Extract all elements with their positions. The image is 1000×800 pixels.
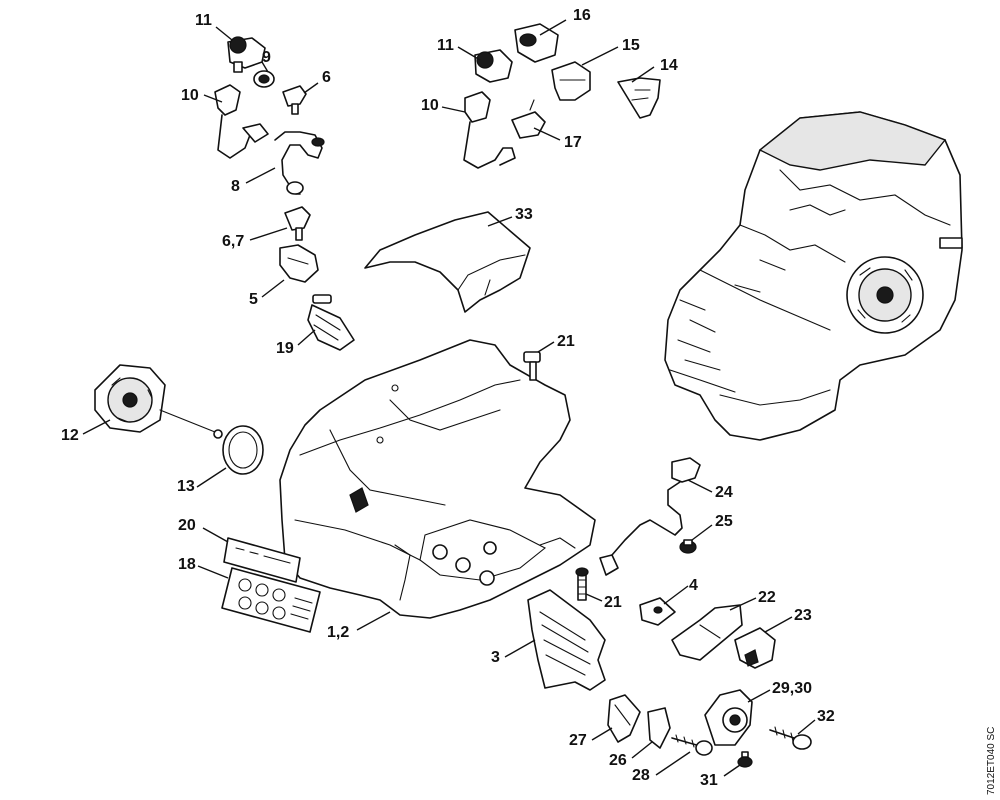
callout-15: 15: [622, 37, 640, 54]
callout-19: 19: [276, 340, 294, 357]
part-11-filler-cap-b: [474, 49, 513, 83]
callout-22: 22: [758, 589, 776, 606]
part-12-rewind-starter: [94, 364, 223, 439]
part-26-clip: [647, 707, 671, 749]
callout-4: 4: [689, 577, 698, 594]
part-24-oil-hose: [599, 457, 701, 576]
callout-33: 33: [515, 206, 533, 223]
part-27-strap: [607, 694, 641, 743]
part-3-guard-plate: [527, 589, 606, 691]
callout-9: 9: [262, 49, 271, 66]
callout-8: 8: [231, 178, 240, 195]
callout-13: 13: [177, 478, 195, 495]
callout-18: 18: [178, 556, 196, 573]
callout-24: 24: [715, 484, 733, 501]
part-21-screw-b: [575, 567, 589, 601]
callout-21-b: 21: [604, 594, 622, 611]
part-23-block: [734, 627, 776, 669]
leader-lines: [82, 19, 816, 777]
callout-20: 20: [178, 517, 196, 534]
part-20-label: [223, 537, 301, 583]
part-22-bracket: [671, 604, 743, 661]
callout-6: 6: [322, 69, 331, 86]
callout-12: 12: [61, 427, 79, 444]
callout-31: 31: [700, 772, 718, 789]
part-16-filler-cap: [514, 23, 559, 63]
part-18-label: [221, 567, 321, 633]
callout-21-a: 21: [557, 333, 575, 350]
part-33-shroud: [364, 211, 531, 313]
callout-16: 16: [573, 7, 591, 24]
part-6-fitting-a: [282, 85, 307, 115]
part-15-valve-body: [551, 61, 591, 101]
callout-10-b: 10: [421, 97, 439, 114]
callout-11-a: 11: [195, 12, 212, 29]
callout-32: 32: [817, 708, 835, 725]
diagram-code: 7012ET040 SC: [986, 727, 997, 795]
part-31-screw: [737, 751, 753, 768]
part-29-30-bearing: [704, 689, 753, 746]
part-1-2-housing: [279, 339, 596, 619]
callout-26: 26: [609, 752, 627, 769]
part-10-pickup-body-b: [463, 91, 516, 169]
callout-5: 5: [249, 291, 258, 308]
callout-labels: 11 9 6 10 8 6,7 5 19 16 11 15 14 10 17 3…: [61, 7, 835, 789]
callout-6-7: 6,7: [222, 233, 244, 250]
part-11-filler-cap-a: [227, 36, 266, 73]
callout-23: 23: [794, 607, 812, 624]
part-8-fuel-hose: [274, 131, 325, 195]
callout-28: 28: [632, 767, 650, 784]
callout-17: 17: [564, 134, 582, 151]
part-19-fuel-filter: [307, 294, 355, 351]
callout-29-30: 29,30: [772, 680, 812, 697]
part-5-pickup-body: [279, 244, 319, 283]
callout-14: 14: [660, 57, 678, 74]
part-9-grommet: [253, 70, 275, 88]
part-10-pickup-body-a: [214, 84, 269, 159]
part-14-lever: [617, 77, 661, 119]
part-28-screw: [671, 734, 713, 756]
callout-10-a: 10: [181, 87, 199, 104]
callout-3: 3: [491, 649, 500, 666]
part-6-7-fitting: [284, 206, 311, 241]
part-32-screw: [769, 726, 812, 750]
callout-27: 27: [569, 732, 587, 749]
part-25-screw: [679, 539, 697, 554]
callout-11-b: 11: [437, 37, 454, 54]
part-17-fitting: [511, 99, 546, 139]
part-4-spring: [639, 597, 676, 626]
callout-1-2: 1,2: [327, 624, 349, 641]
part-21-screw-a: [523, 351, 541, 381]
engine-assembly: [664, 111, 963, 441]
callout-25: 25: [715, 513, 733, 530]
